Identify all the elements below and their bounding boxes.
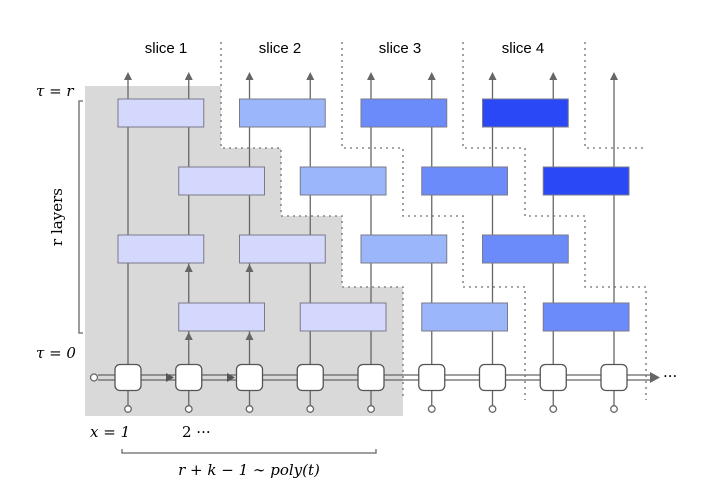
qubit-terminal [306, 405, 315, 413]
slice-boundary [220, 42, 404, 400]
layers-bracket [78, 100, 83, 334]
gate-block [360, 234, 448, 264]
gate-block [421, 302, 508, 332]
slice-label: slice 2 [259, 40, 302, 57]
gate-block [299, 166, 387, 196]
slice-label: slice 4 [502, 40, 545, 57]
gate-block [482, 98, 569, 128]
gate-layers [117, 98, 630, 340]
qubit-box [478, 363, 507, 392]
qubit-box [600, 363, 628, 392]
chain-start-node [89, 373, 99, 382]
tau-top-label: τ = r [36, 82, 74, 100]
slice-label: slice 3 [379, 40, 422, 57]
qubit-box [539, 363, 567, 392]
wire-arrowhead [184, 332, 193, 340]
qubit-terminal [367, 405, 375, 413]
gate-block [178, 166, 265, 196]
gate-block [542, 302, 630, 332]
gate-block [117, 234, 205, 264]
width-label: r + k − 1 ∼ poly(t) [178, 461, 320, 479]
qubit-box [357, 363, 385, 392]
qubit-terminal [184, 405, 193, 413]
qubit-terminal [124, 405, 132, 413]
x-first-label: x = 1 [90, 423, 130, 441]
wire-arrowhead [245, 264, 254, 272]
qubit-boxes [114, 363, 628, 392]
chain-arrowhead [650, 372, 660, 383]
qubit-terminal [549, 405, 558, 413]
qubit-box [175, 363, 203, 392]
wire-arrowhead [245, 332, 254, 340]
gate-block [542, 166, 630, 196]
gate-block [482, 234, 569, 264]
gate-block [421, 166, 508, 196]
slice-boundary [341, 42, 526, 400]
chain-arrowhead [166, 373, 174, 382]
qubit-terminal [245, 405, 254, 413]
gate-block [239, 234, 326, 264]
x-second-label: 2 ··· [182, 423, 211, 441]
gate-block [178, 302, 265, 332]
gate-block [299, 302, 387, 332]
chain-arrowhead [227, 373, 235, 382]
slice-boundary [584, 42, 646, 149]
chain-ellipsis: ··· [663, 367, 677, 385]
qubit-terminal [427, 405, 436, 413]
gate-block [117, 98, 205, 128]
gate-block [360, 98, 448, 128]
slice-label: slice 1 [145, 40, 188, 57]
qubit-terminal [488, 405, 497, 413]
tau-bottom-label: τ = 0 [36, 344, 76, 362]
width-bracket [121, 449, 377, 454]
slice-boundary [462, 42, 647, 400]
qubit-terminal [610, 405, 618, 413]
slice-boundaries [220, 42, 647, 400]
qubit-box [418, 363, 446, 392]
qubit-box [296, 363, 324, 392]
layers-label: r layers [48, 188, 66, 246]
wire-arrowhead [184, 264, 193, 272]
gate-block [239, 98, 326, 128]
qubit-box [114, 363, 142, 392]
qubit-box [235, 363, 264, 392]
